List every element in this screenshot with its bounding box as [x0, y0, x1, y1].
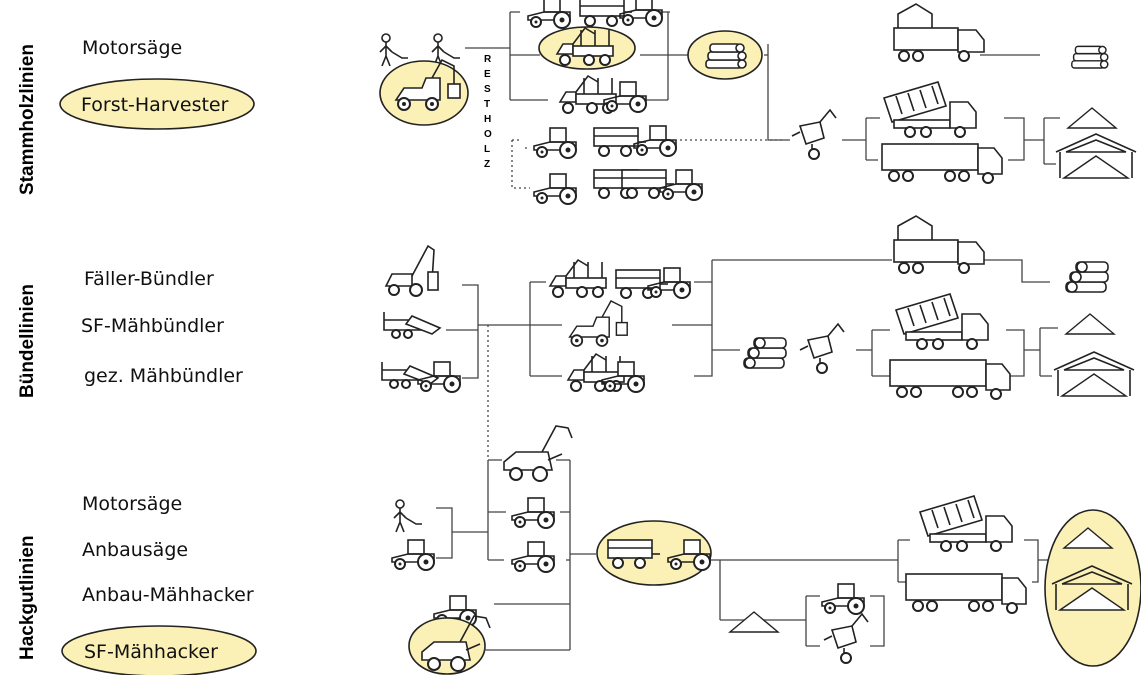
bundle-timber-truck-icon	[893, 215, 985, 274]
method-forst-harvester: Forst-Harvester	[81, 94, 229, 116]
section-title-buendel: Bündellinien	[17, 284, 38, 398]
tractor-timber-trailer-icon	[559, 75, 647, 114]
method-sf-maehhacker: SF-Mähhacker	[84, 641, 218, 663]
highlight-chip-trailer	[596, 520, 712, 586]
container-truck-icon	[883, 81, 977, 138]
highlight-sf-maehhacker	[61, 625, 257, 675]
method-gez-maehbuendler: gez. Mähbündler	[84, 365, 243, 387]
timber-truck-icon	[893, 3, 985, 62]
method-anbausaege: Anbausäge	[82, 539, 188, 561]
method-anbau-maehhacker: Anbau-Mähhacker	[82, 584, 254, 606]
anbausaege-tractor-icon	[391, 539, 435, 571]
bundle-chipper-icon	[799, 323, 845, 374]
log-pile-icon	[705, 43, 747, 69]
forage-harvester-trailer-icon	[503, 425, 573, 482]
bundle-tractor-trailer-icon	[567, 353, 645, 393]
hack-worker-chainsaw-icon	[393, 499, 423, 533]
bundle-woodchip-pile-icon	[1065, 313, 1115, 335]
bundle-pile-icon	[743, 337, 787, 369]
front-loader-tractor-icon	[821, 583, 865, 615]
hack-container-truck-icon	[919, 495, 1013, 552]
section-title-stammholz: Stammholzlinien	[17, 44, 38, 195]
hack-field-chip-pile-icon	[729, 611, 779, 633]
restholz-label: R E S T H O L Z	[484, 54, 492, 170]
bundle-container-truck-icon	[895, 293, 989, 350]
svg-text:O: O	[484, 129, 492, 140]
log-pile-end-icon	[1071, 45, 1109, 69]
bundle-pile-end-icon	[1065, 261, 1109, 293]
tractor-loader-icon	[527, 0, 571, 29]
bundle-semi-trailer-truck-icon	[889, 359, 1011, 400]
method-motorsaege-hack: Motorsäge	[82, 493, 182, 515]
svg-text:R: R	[484, 54, 492, 65]
woodchip-pile-icon	[1067, 107, 1117, 129]
hack-tractor-2-icon	[511, 541, 555, 573]
restholz-tractors-icon	[533, 125, 703, 205]
svg-text:E: E	[484, 69, 491, 80]
svg-text:Z: Z	[484, 159, 490, 170]
semi-trailer-truck-icon	[881, 143, 1003, 184]
method-sf-maehbuendler: SF-Mähbündler	[81, 315, 224, 337]
svg-text:S: S	[484, 84, 491, 95]
hack-semi-trailer-truck-icon	[905, 573, 1027, 614]
bundle-storage-shed-icon	[1053, 351, 1135, 397]
tractor-with-trailer-icon	[579, 0, 663, 27]
method-faeller-buendler: Fäller-Bündler	[84, 268, 214, 290]
method-motorsaege-stamm: Motorsäge	[82, 37, 182, 59]
section-title-hackgut: Hackgutlinien	[17, 535, 38, 660]
svg-text:H: H	[484, 114, 491, 125]
feller-buncher-icon	[385, 245, 439, 297]
gez-maehbuendler-icon	[381, 361, 461, 393]
hack-tractor-1-icon	[511, 497, 555, 529]
chipper-icon	[791, 109, 837, 160]
svg-text:T: T	[484, 99, 490, 110]
hack-chipper-icon	[823, 613, 869, 664]
sf-maehbuendler-icon	[383, 311, 441, 339]
svg-text:L: L	[484, 144, 490, 155]
storage-shed-icon	[1055, 133, 1137, 179]
bundle-forwarder-with-trailer-icon	[549, 259, 691, 299]
bundle-forwarder-icon	[568, 300, 629, 347]
highlight-forst-harvester	[59, 78, 255, 130]
